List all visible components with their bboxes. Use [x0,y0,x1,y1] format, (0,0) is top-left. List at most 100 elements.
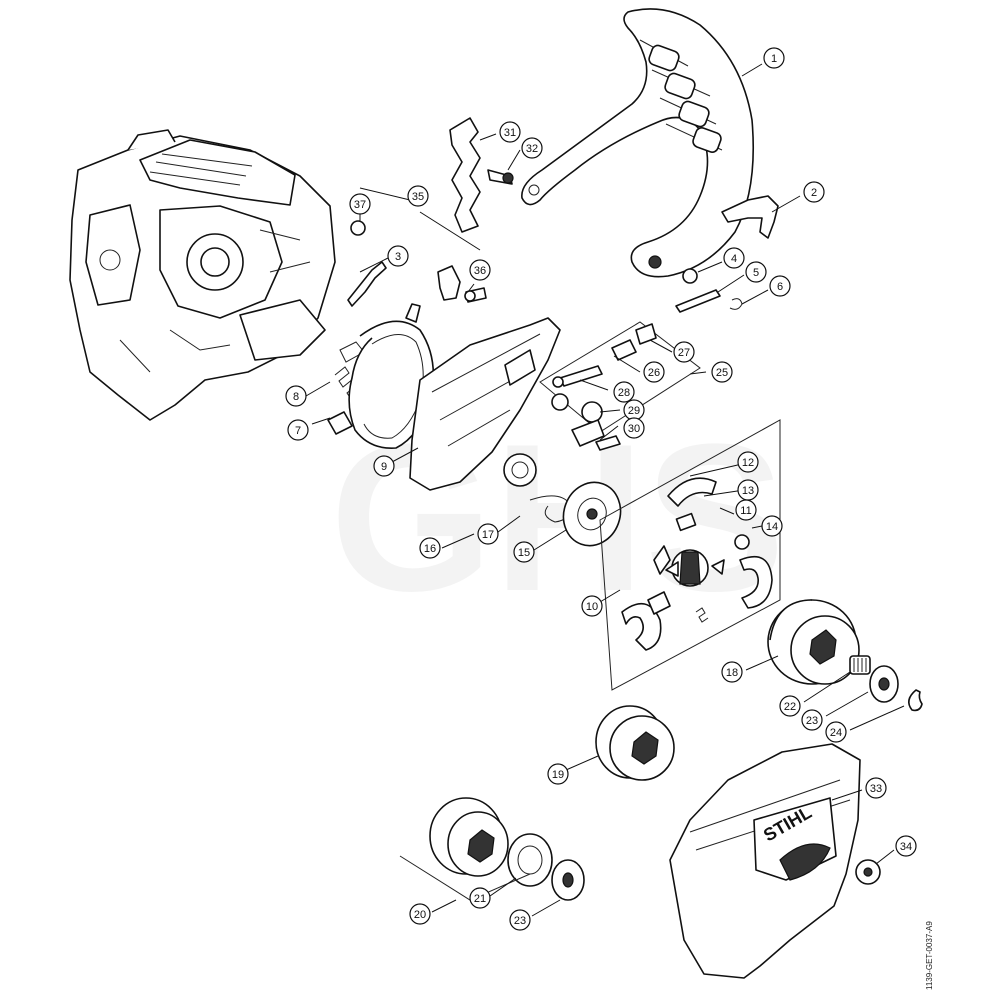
callout-label-31: 31 [504,127,516,139]
callout-label-20: 20 [414,909,426,921]
callout-circle-2 [803,181,825,203]
clip-part [729,298,743,310]
callout-label-4: 4 [731,253,737,265]
callout-label-1: 1 [771,53,777,65]
callout-circle-33 [865,777,887,799]
callout-circle-13 [737,479,759,501]
nut-part [350,220,366,236]
callout-circle-21 [469,887,491,909]
bracket-part [449,117,514,233]
stop-bracket-part [437,265,461,301]
callout-label-29: 29 [628,405,640,417]
callout-label-8: 8 [293,391,299,403]
callout-label-33: 33 [870,783,882,795]
callout-circle-12 [737,451,759,473]
brake-lever-assembly-box [539,321,701,451]
callout-circle-28 [613,381,635,403]
clutch-assembly-box [599,419,781,691]
collar-nut-part [855,859,881,885]
callout-label-21: 21 [474,893,486,905]
leader-lines [305,63,905,917]
callout-circle-30 [623,417,645,439]
callout-circle-4 [723,247,745,269]
callout-label-23: 23 [514,915,526,927]
callout-circle-7 [287,419,309,441]
callout-circle-23 [801,709,823,731]
link-rod-part [675,289,721,313]
brake-lever-part [721,195,779,239]
callout-label-13: 13 [742,485,754,497]
callout-label-25: 25 [716,367,728,379]
callout-label-18: 18 [726,667,738,679]
callout-label-7: 7 [295,425,301,437]
callout-circle-6 [769,275,791,297]
ring-spring-part [503,453,571,523]
callout-circle-23 [509,909,531,931]
callout-label-17: 17 [482,529,494,541]
brake-housing-part [409,317,561,491]
washer-part [682,268,698,284]
callout-label-2: 2 [811,187,817,199]
callout-label-14: 14 [766,521,778,533]
document-id: 1139-GET-0037-A9 [925,921,934,990]
callout-label-5: 5 [753,267,759,279]
screw-part [464,287,487,303]
callout-circle-14 [761,515,783,537]
callout-circle-35 [407,185,429,207]
callout-label-6: 6 [777,281,783,293]
callout-circle-37 [349,193,371,215]
callout-label-30: 30 [628,423,640,435]
callout-label-19: 19 [552,769,564,781]
callout-label-24: 24 [830,727,842,739]
clutch-drum-part [767,599,860,685]
callout-circle-19 [547,763,569,785]
callout-circle-34 [895,835,917,857]
sprocket-cover-part: STIHL [669,743,861,979]
callout-circle-3 [387,245,409,267]
callout-label-22: 22 [784,701,796,713]
callout-circle-9 [373,455,395,477]
callout-label-28: 28 [618,387,630,399]
e-clip-part [908,689,923,712]
callout-circle-15 [513,541,535,563]
callout-circle-27 [673,341,695,363]
callout-label-9: 9 [381,461,387,473]
needle-bearing-part [849,655,871,675]
callout-circle-36 [469,259,491,281]
callout-label-34: 34 [900,841,912,853]
callout-circle-5 [745,261,767,283]
callout-label-26: 26 [648,367,660,379]
front-handle-part [521,8,755,278]
callout-circle-10 [581,595,603,617]
callout-label-15: 15 [518,547,530,559]
callout-label-23: 23 [806,715,818,727]
rim-sprocket-drum-part [595,705,675,781]
callout-circle-8 [285,385,307,407]
callout-label-35: 35 [412,191,424,203]
callout-label-36: 36 [474,265,486,277]
callout-circle-16 [419,537,441,559]
lever-part [347,261,387,307]
callout-label-10: 10 [586,601,598,613]
callout-circle-18 [721,661,743,683]
callout-label-37: 37 [354,199,366,211]
callout-label-32: 32 [526,143,538,155]
callout-circle-31 [499,121,521,143]
callout-label-12: 12 [742,457,754,469]
callout-circle-22 [779,695,801,717]
washer-part-23a [869,665,899,703]
callout-label-27: 27 [678,347,690,359]
callout-circle-26 [643,361,665,383]
engine-housing-illustration [69,129,336,421]
callout-circle-32 [521,137,543,159]
callout-circle-17 [477,523,499,545]
callout-label-16: 16 [424,543,436,555]
washer-disc-part [562,481,622,547]
callout-label-3: 3 [395,251,401,263]
callout-circle-24 [825,721,847,743]
callout-label-11: 11 [740,505,751,517]
callout-circle-1 [763,47,785,69]
